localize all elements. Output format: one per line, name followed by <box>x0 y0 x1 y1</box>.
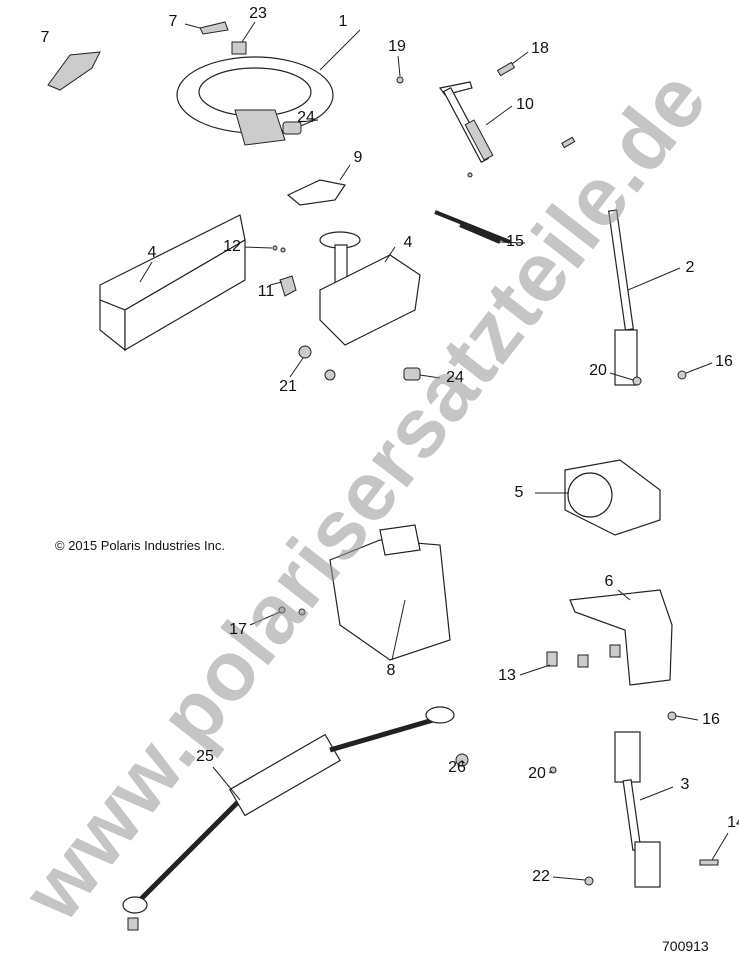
callout-9: 9 <box>353 149 363 166</box>
callout-23: 23 <box>249 5 267 22</box>
callout-8: 8 <box>386 662 396 679</box>
callout-24: 24 <box>446 369 464 386</box>
copyright-notice: © 2015 Polaris Industries Inc. <box>55 538 225 553</box>
part-bracket-center <box>319 231 421 346</box>
diagram-code: 700913 <box>662 938 709 954</box>
part-steering-rack <box>122 706 455 931</box>
part-trim-left <box>47 51 101 91</box>
part-power-steering-unit <box>535 459 661 536</box>
callout-18: 18 <box>531 40 549 57</box>
callout-11: 11 <box>257 283 275 300</box>
callout-20: 20 <box>589 362 607 379</box>
callout-25: 25 <box>196 748 214 765</box>
callout-24: 24 <box>297 109 315 126</box>
callout-21: 21 <box>279 378 297 395</box>
callout-12: 12 <box>223 238 241 255</box>
callout-26: 26 <box>448 759 466 776</box>
callout-16: 16 <box>715 353 733 370</box>
callout-7: 7 <box>168 13 178 30</box>
part-trim-small <box>199 21 229 35</box>
callout-2: 2 <box>685 259 695 276</box>
part-steering-shaft-lower <box>614 731 674 888</box>
part-mount-bracket <box>569 589 673 686</box>
callout-16: 16 <box>702 711 720 728</box>
part-cover <box>329 524 451 661</box>
callout-10: 10 <box>516 96 534 113</box>
callout-4: 4 <box>403 234 413 251</box>
part-gas-strut <box>438 81 513 164</box>
callout-3: 3 <box>680 776 690 793</box>
callout-19: 19 <box>388 38 406 55</box>
part-bracket-left <box>99 214 246 352</box>
callout-13: 13 <box>498 667 516 684</box>
callout-5: 5 <box>514 484 524 501</box>
callout-7: 7 <box>40 29 50 46</box>
callout-4: 4 <box>147 244 157 261</box>
callout-14: 14 <box>727 814 739 831</box>
callout-6: 6 <box>604 573 614 590</box>
callout-22: 22 <box>532 868 550 885</box>
callout-1: 1 <box>338 13 348 30</box>
part-steering-wheel <box>176 29 361 146</box>
part-steering-shaft-upper <box>608 209 681 386</box>
callout-20: 20 <box>528 765 546 782</box>
callout-17: 17 <box>229 621 247 638</box>
part-23 <box>231 41 247 55</box>
callout-15: 15 <box>506 233 524 250</box>
